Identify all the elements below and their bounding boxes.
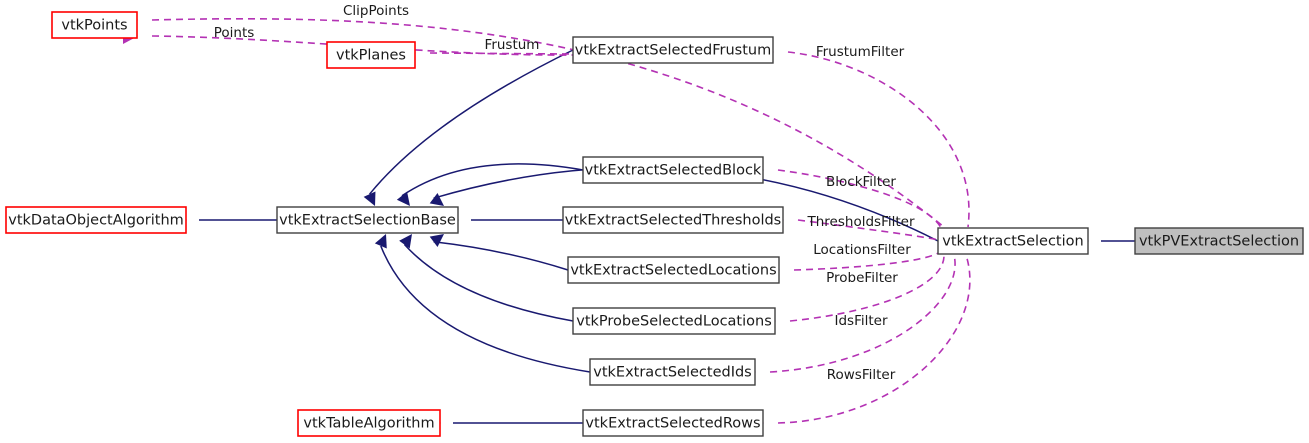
class-node-box xyxy=(937,227,1089,255)
class-node-box xyxy=(562,206,784,234)
edge-label-probefilter: ProbeFilter xyxy=(826,270,898,286)
inheritance-arrowhead xyxy=(429,193,444,206)
class-node-label: vtkExtractSelectedFrustum xyxy=(575,43,771,59)
class-node-vtkExtractSelection[interactable]: vtkExtractSelection xyxy=(937,227,1089,255)
class-node-group: vtkPoints vtkPlanes vtkExtractSelectedFrus… xyxy=(5,11,1304,437)
inheritance-edge xyxy=(428,416,583,430)
class-node-box xyxy=(572,36,774,64)
class-node-vtkPlanes[interactable]: vtkPlanes xyxy=(326,41,416,69)
class-node-vtkExtractSelectedBlock[interactable]: vtkExtractSelectedBlock xyxy=(582,156,764,184)
class-node-vtkTableAlgorithm[interactable]: vtkTableAlgorithm xyxy=(297,409,441,437)
class-node-box xyxy=(297,409,441,437)
class-node-vtkPoints[interactable]: vtkPoints xyxy=(51,11,138,39)
inheritance-edge xyxy=(374,234,591,373)
class-node-vtkExtractSelectedIds[interactable]: vtkExtractSelectedIds xyxy=(589,358,756,386)
edge-label-clippoints: ClipPoints xyxy=(343,3,409,19)
class-node-vtkProbeSelectedLocations[interactable]: vtkProbeSelectedLocations xyxy=(572,307,776,335)
class-node-box xyxy=(5,206,187,234)
class-node-vtkExtractSelectionBase[interactable]: vtkExtractSelectionBase xyxy=(276,206,459,234)
inheritance-arrowhead xyxy=(396,191,410,206)
inheritance-edge xyxy=(363,49,574,206)
class-node-vtkExtractSelectedLocations[interactable]: vtkExtractSelectedLocations xyxy=(567,256,780,284)
inheritance-edge xyxy=(446,213,563,227)
inheritance-edge xyxy=(174,213,277,227)
edge-label-locationsfilter: LocationsFilter xyxy=(813,242,911,258)
edge-label-blockfilter: BlockFilter xyxy=(826,174,896,190)
class-node-label: vtkExtractSelectedThresholds xyxy=(565,213,781,229)
class-node-box xyxy=(276,206,459,234)
class-node-label: vtkExtractSelectedRows xyxy=(585,416,760,432)
class-node-box xyxy=(51,11,138,39)
class-node-label: vtkPlanes xyxy=(336,48,406,64)
class-node-vtkExtractSelectedFrustum[interactable]: vtkExtractSelectedFrustum xyxy=(572,36,774,64)
edge-label-frustumfilter: FrustumFilter xyxy=(816,44,905,60)
class-node-label: vtkExtractSelectionBase xyxy=(279,213,456,229)
class-node-box xyxy=(1134,227,1304,255)
edge-label-thresholdsfilter: ThresholdsFilter xyxy=(807,214,915,230)
edge-label-frustum: Frustum xyxy=(485,37,540,53)
inheritance-edge xyxy=(429,234,569,271)
class-node-label: vtkExtractSelectedBlock xyxy=(585,163,762,179)
inheritance-arrowhead xyxy=(363,191,376,206)
class-node-vtkPVExtractSelection[interactable]: vtkPVExtractSelection xyxy=(1134,227,1304,255)
class-node-label: vtkProbeSelectedLocations xyxy=(576,314,772,330)
association-edge-frustumfilter xyxy=(759,44,970,228)
edge-label-idsfilter: IdsFilter xyxy=(834,313,887,329)
class-node-label: vtkExtractSelection xyxy=(942,234,1083,250)
class-node-box xyxy=(572,307,776,335)
class-node-label: vtkExtractSelectedIds xyxy=(593,365,752,381)
class-node-box xyxy=(326,41,416,69)
class-node-box xyxy=(582,156,764,184)
inheritance-edge xyxy=(399,234,574,322)
class-node-label: vtkPVExtractSelection xyxy=(1139,234,1299,250)
edge-label-rowsfilter: RowsFilter xyxy=(827,367,896,383)
class-node-label: vtkDataObjectAlgorithm xyxy=(8,213,184,229)
class-node-box xyxy=(582,409,764,437)
class-node-box xyxy=(567,256,780,284)
inheritance-arrowhead xyxy=(374,234,387,249)
inheritance-arrowhead xyxy=(399,234,412,249)
class-node-label: vtkTableAlgorithm xyxy=(303,416,434,432)
inheritance-arrowhead xyxy=(429,234,444,247)
class-node-label: vtkPoints xyxy=(61,18,127,34)
class-node-vtkExtractSelectedRows[interactable]: vtkExtractSelectedRows xyxy=(582,409,764,437)
class-node-vtkDataObjectAlgorithm[interactable]: vtkDataObjectAlgorithm xyxy=(5,206,187,234)
class-node-box xyxy=(589,358,756,386)
class-node-label: vtkExtractSelectedLocations xyxy=(570,263,776,279)
inheritance-edge xyxy=(396,163,584,206)
class-node-vtkExtractSelectedThresholds[interactable]: vtkExtractSelectedThresholds xyxy=(562,206,784,234)
edge-label-points: Points xyxy=(214,25,255,41)
